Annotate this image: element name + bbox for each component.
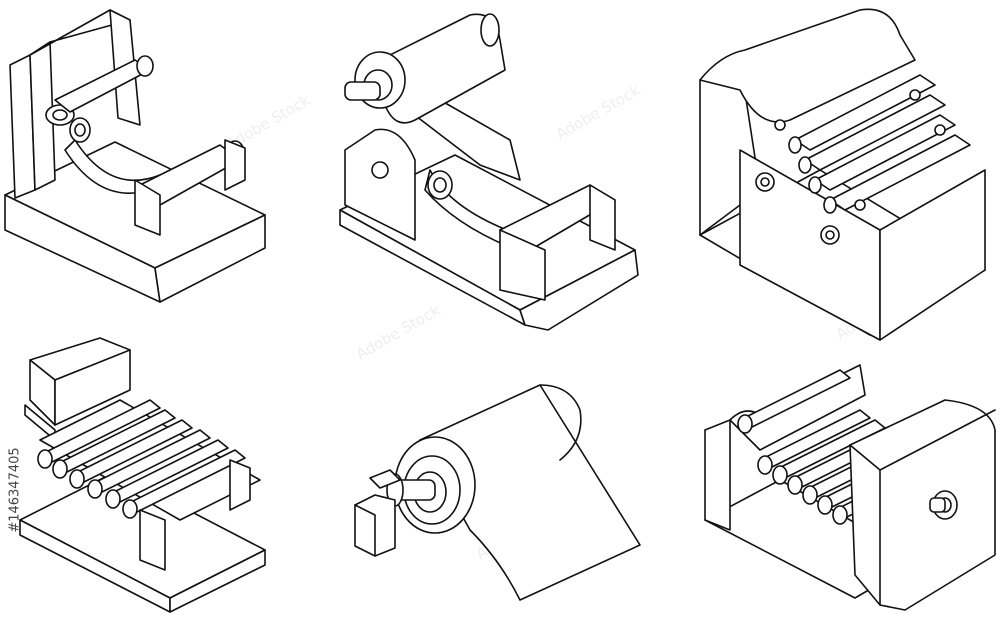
unwinder-roll-machine-icon [339, 13, 639, 331]
watermark-text: Adobe Stock [553, 81, 643, 144]
paper-roll-icon [354, 384, 641, 601]
roller-row [37, 399, 246, 519]
calender-roll-machine-icon [4, 9, 266, 303]
roller-conveyor-machine-icon [19, 337, 266, 613]
stock-id-text: #146347405 [7, 447, 23, 533]
roller-row [774, 74, 971, 214]
multi-roller-press-icon [699, 8, 986, 341]
stock-id-vertical-label: #146347405 [4, 380, 26, 600]
roller-block-machine-icon [704, 364, 996, 611]
watermark-text: Adobe Stock [353, 301, 443, 364]
